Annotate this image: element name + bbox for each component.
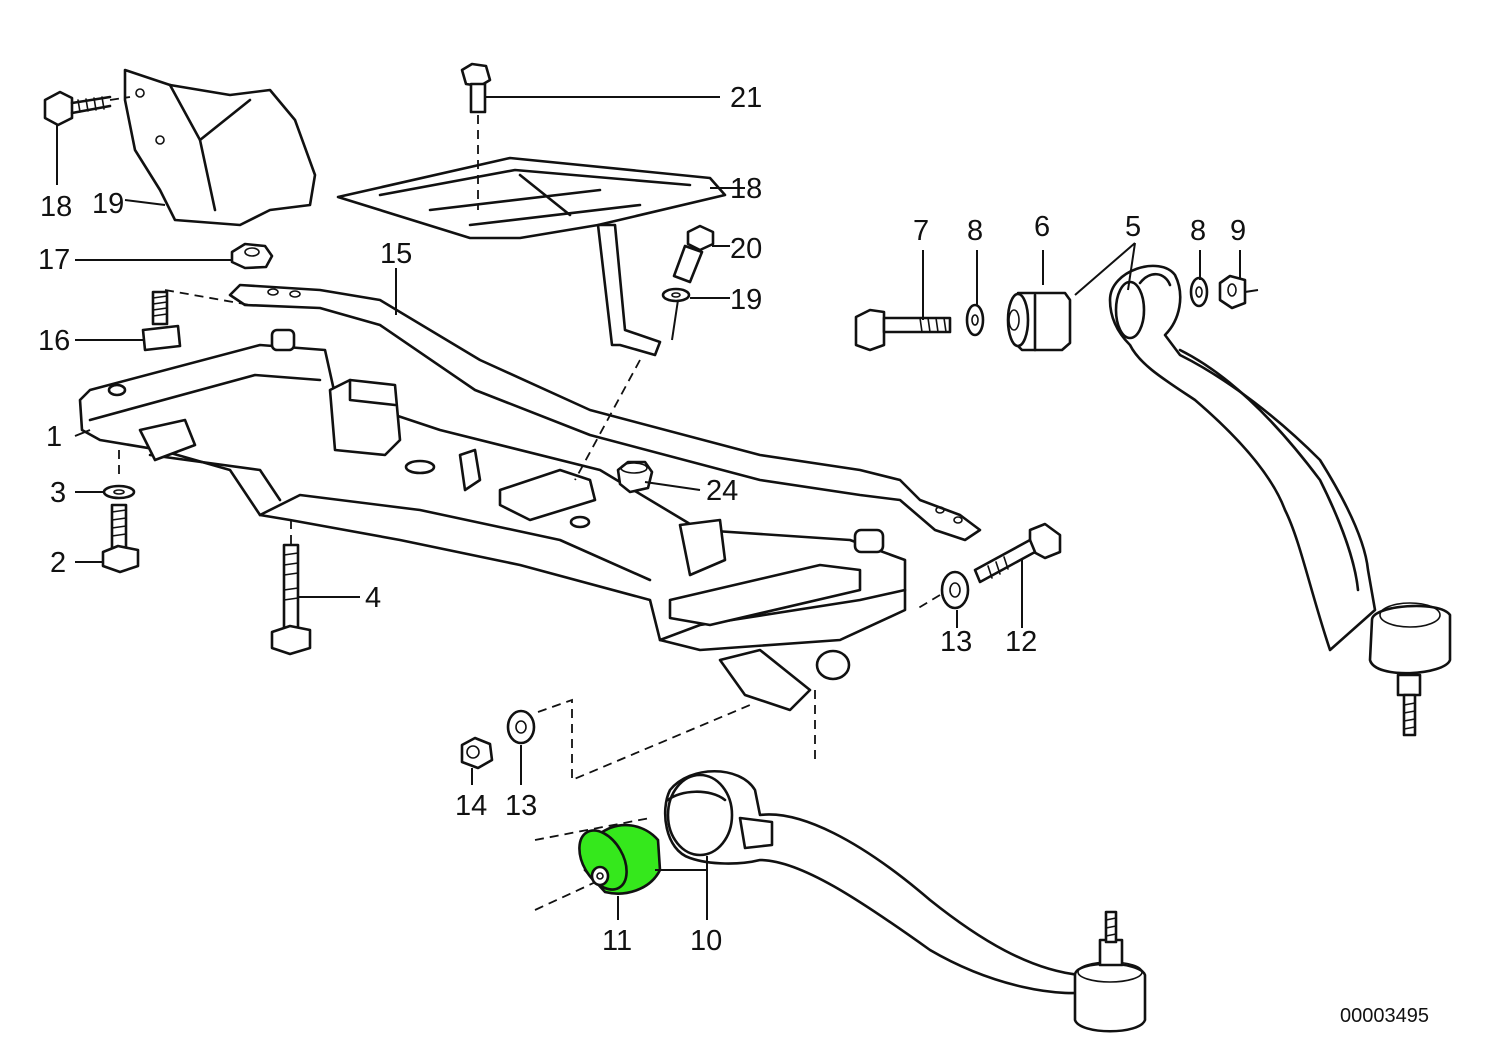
callout-13-lower: 13 <box>505 790 537 822</box>
leader-lines <box>56 96 1241 920</box>
bushing-6 <box>1006 291 1072 352</box>
callout-3: 3 <box>50 477 66 509</box>
stabilizer-strut <box>228 283 982 542</box>
stud-16 <box>141 289 251 352</box>
callout-8-left: 8 <box>967 215 983 247</box>
bolt-22 <box>672 224 715 284</box>
control-arm-5 <box>1108 264 1452 737</box>
callout-20: 18 <box>730 173 762 205</box>
bolt-18 <box>43 90 131 127</box>
callout-21: 19 <box>730 284 762 316</box>
washer-3 <box>102 484 136 500</box>
callout-22: 20 <box>730 233 762 265</box>
bolt-23 <box>460 62 492 210</box>
nut-14 <box>460 736 494 770</box>
callout-6: 6 <box>1034 211 1050 243</box>
nut-9 <box>1218 274 1259 310</box>
washer-13-lower <box>506 690 816 782</box>
rubber-bushing-11-highlighted <box>578 823 662 895</box>
callout-8-right: 8 <box>1190 215 1206 247</box>
callout-23: 21 <box>730 82 762 114</box>
callout-9: 9 <box>1230 215 1246 247</box>
callout-12: 12 <box>1005 626 1037 658</box>
nut-17 <box>230 242 274 270</box>
bolt-2 <box>101 450 140 574</box>
callout-labels: 21 18 20 19 24 17 16 1 3 2 4 18 19 15 7 … <box>38 82 1246 957</box>
callout-1: 1 <box>46 421 62 453</box>
callout-11: 11 <box>602 925 632 957</box>
control-arm-10 <box>534 770 1147 1033</box>
callout-24: 24 <box>706 475 738 507</box>
stud-4 <box>270 520 312 656</box>
washer-21 <box>661 287 691 303</box>
callout-15: 15 <box>380 238 412 270</box>
bolt-12 <box>973 522 1062 584</box>
callout-5: 5 <box>1125 211 1141 243</box>
callout-4: 4 <box>365 582 381 614</box>
heat-shield <box>123 68 317 227</box>
callout-7: 7 <box>913 215 929 247</box>
front-axle-crossmember <box>78 328 907 712</box>
drawing-number: 00003495 <box>1340 1005 1429 1027</box>
plug-24 <box>616 460 654 494</box>
callout-13-right: 13 <box>940 626 972 658</box>
callout-17: 17 <box>38 244 70 276</box>
callout-16: 16 <box>38 325 70 357</box>
washer-8-right <box>1189 276 1209 308</box>
callout-2: 2 <box>50 547 66 579</box>
callout-18: 18 <box>40 191 72 223</box>
callout-10: 10 <box>690 925 722 957</box>
washer-13-right <box>914 570 970 611</box>
bolt-7 <box>854 308 952 352</box>
washer-8-left <box>965 303 985 337</box>
callout-14: 14 <box>455 790 487 822</box>
callout-19: 19 <box>92 188 124 220</box>
cover-plate-20 <box>336 156 727 481</box>
